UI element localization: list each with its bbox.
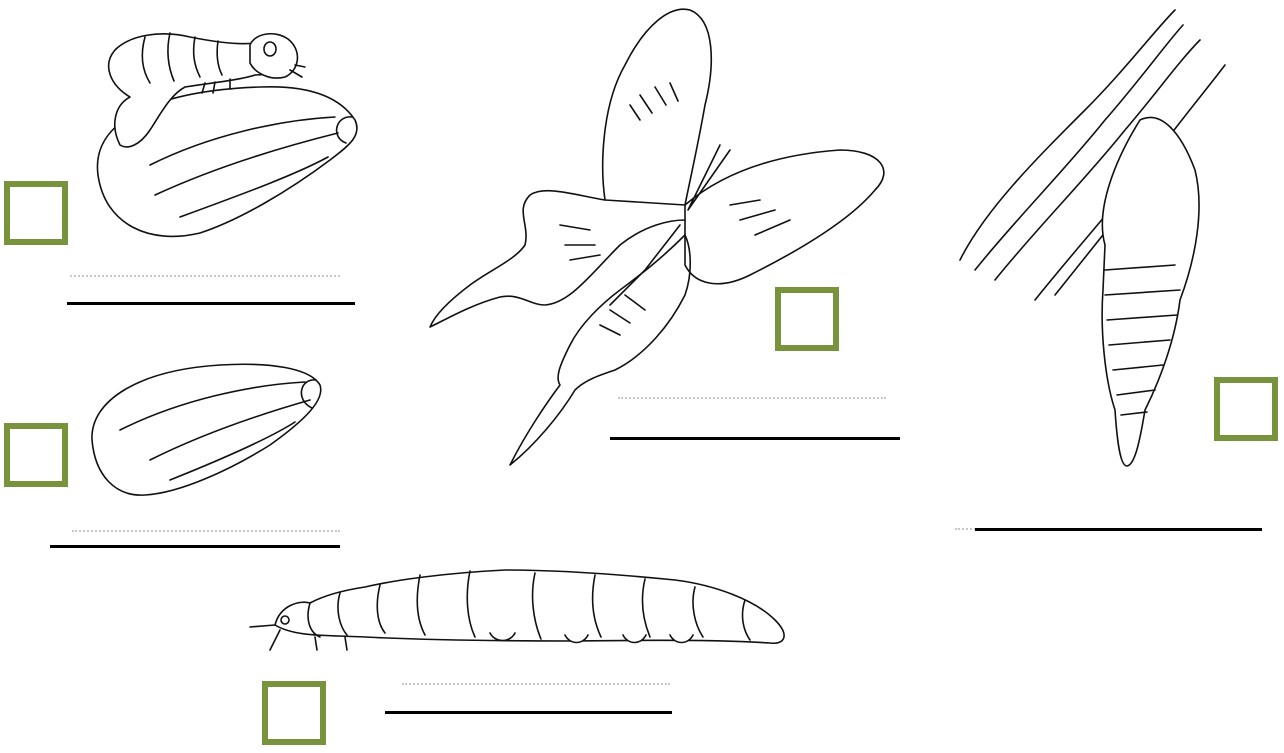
answer-line-adult[interactable] bbox=[610, 437, 900, 440]
answer-box-egg[interactable] bbox=[4, 423, 68, 487]
chrysalis-icon bbox=[955, 10, 1235, 470]
answer-box-adult[interactable] bbox=[775, 287, 839, 351]
answer-box-larva[interactable] bbox=[262, 681, 326, 745]
butterfly-icon bbox=[430, 5, 890, 470]
answer-line-larva[interactable] bbox=[385, 711, 672, 714]
dotted-guide-egg bbox=[72, 530, 340, 532]
dotted-guide-larva bbox=[402, 683, 670, 685]
egg-icon bbox=[90, 360, 330, 500]
dotted-guide-larva-hatching bbox=[70, 275, 340, 277]
caterpillar-icon bbox=[245, 565, 795, 660]
answer-box-pupa[interactable] bbox=[1214, 377, 1278, 441]
answer-line-egg[interactable] bbox=[50, 545, 340, 548]
answer-line-larva-hatching[interactable] bbox=[67, 302, 355, 305]
larva-on-egg-icon bbox=[90, 25, 370, 245]
answer-box-larva-hatching[interactable] bbox=[4, 181, 68, 245]
answer-line-pupa[interactable] bbox=[975, 528, 1262, 531]
dotted-guide-adult bbox=[618, 397, 886, 399]
